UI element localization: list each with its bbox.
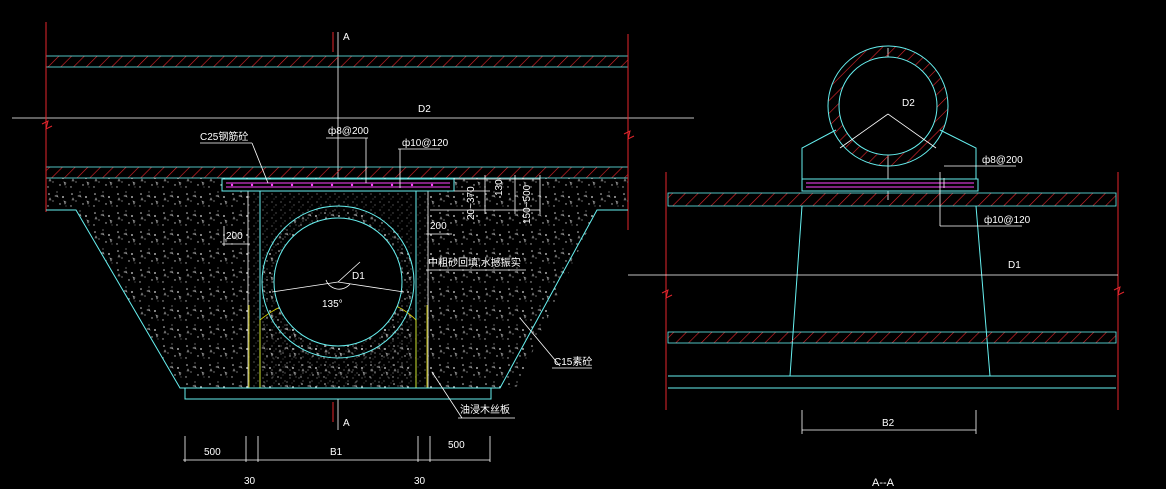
dim-150-500: 150~500 [522, 184, 533, 224]
section-marker-bottom: A [343, 418, 350, 429]
pipe-d1-label: D1 [352, 271, 365, 282]
dim-30-right: 30 [414, 476, 426, 487]
rebar-top-label: ф8@200 [328, 125, 369, 137]
pipe-d2-label: D2 [418, 104, 431, 115]
pillar-note: 油浸木丝板 [460, 403, 510, 416]
dim-b2: B2 [882, 418, 895, 429]
dim-200-left: 200 [226, 231, 243, 242]
angle-label: 135° [322, 299, 343, 310]
dim-30-left: 30 [244, 476, 256, 487]
rebar-top2-label: ф10@120 [402, 137, 449, 149]
left-section: A A D2 D1 135° [12, 22, 694, 487]
section-marker-top: A [343, 32, 350, 43]
right-section: D2 ф8@200 ф10@120 D1 B2 A--A [628, 45, 1125, 489]
dim-200-right: 200 [430, 221, 447, 232]
section-title: A--A [872, 477, 895, 489]
c15-label: C15素砼 [554, 355, 592, 368]
rebar-top-label-right: ф8@200 [982, 154, 1023, 166]
dim-500-left: 500 [204, 447, 221, 458]
c25-label: C25钢筋砼 [200, 130, 248, 143]
dim-b1: B1 [330, 447, 343, 458]
rebar-bottom-label-right: ф10@120 [984, 214, 1031, 226]
sand-note: 中粗砂回填,水撼振实 [428, 256, 521, 269]
dim-500-right: 500 [448, 440, 465, 451]
dim-20-370: 20~370 [466, 186, 477, 220]
dim-130: 130 [494, 179, 505, 196]
pipe-d1-label-right: D1 [1008, 260, 1021, 271]
pipe-d2-label-right: D2 [902, 98, 915, 109]
